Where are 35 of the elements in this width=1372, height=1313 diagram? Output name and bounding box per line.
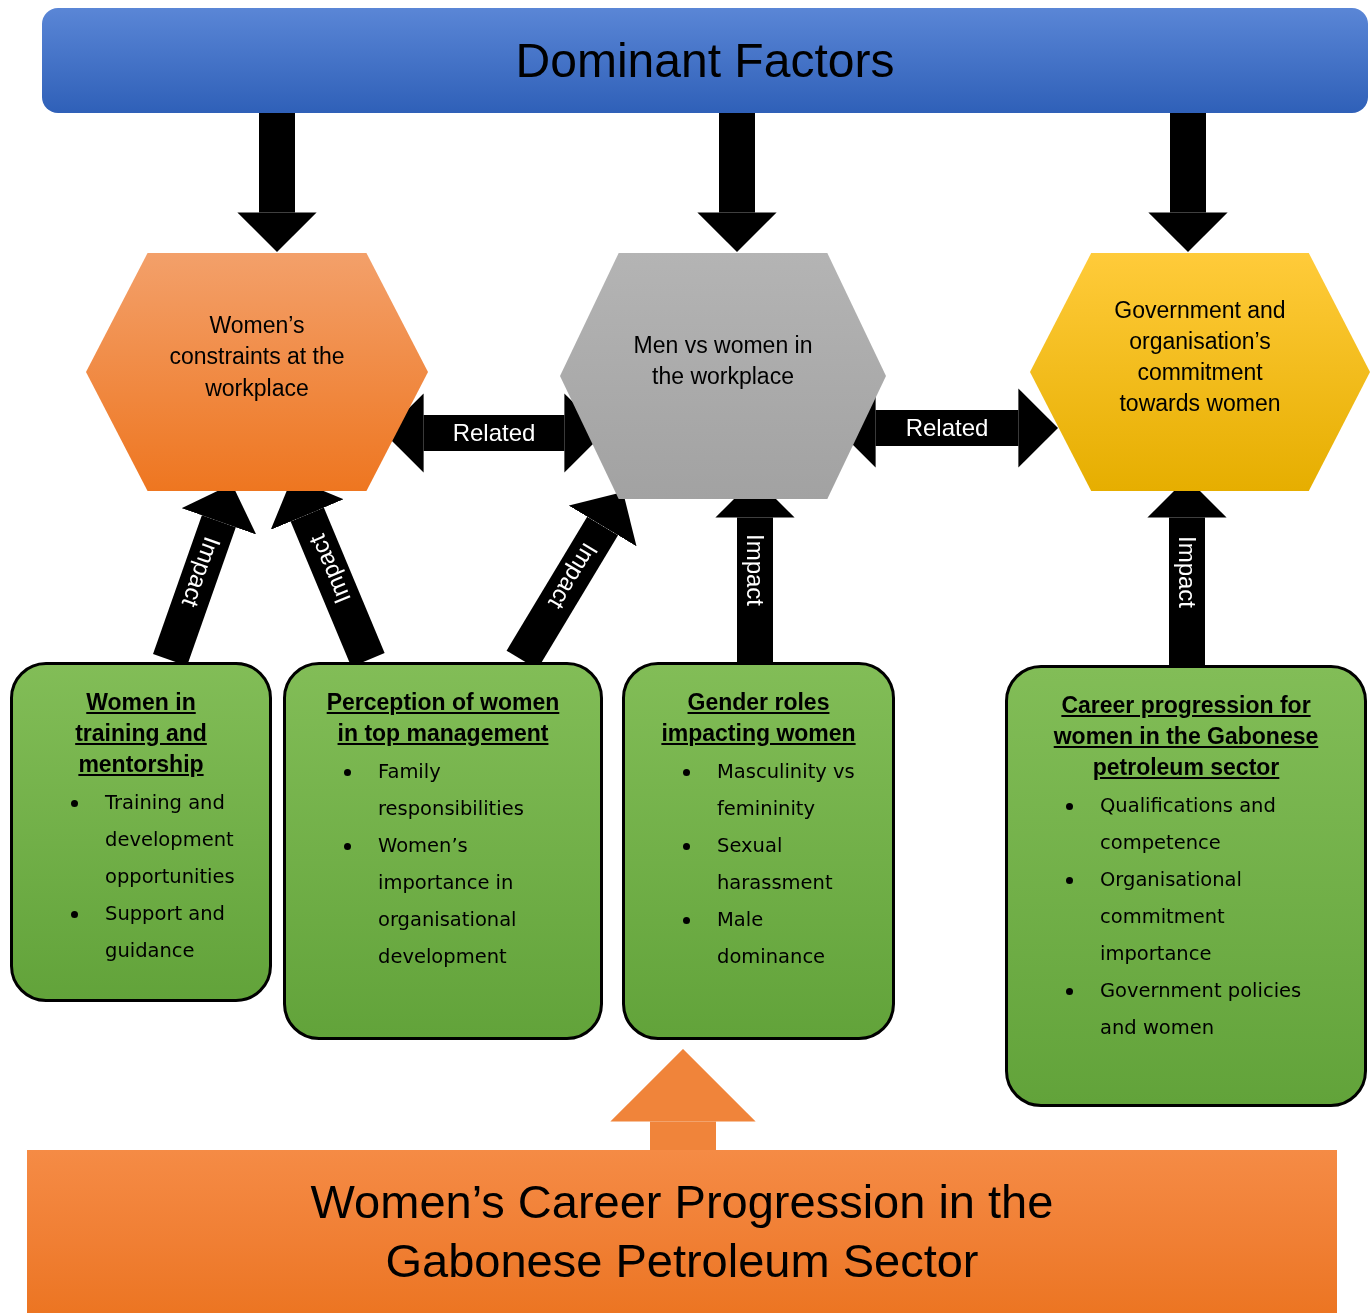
edge-label: Impact <box>743 534 767 606</box>
edge-label: Impact <box>1175 535 1199 608</box>
block-arrow <box>697 113 777 252</box>
title-banner <box>42 8 1368 113</box>
bullet-item: Masculinity vs femininity <box>717 759 856 823</box>
card-heading: Perception of women in top management <box>325 688 561 749</box>
hexagon-label: Men vs women in the workplace <box>632 330 814 391</box>
bullet-item: Training and development opportunities <box>105 790 236 891</box>
bullet-item: Male dominance <box>717 907 827 971</box>
bullet-item: Sexual harassment <box>717 833 834 897</box>
block-arrow <box>610 1048 756 1150</box>
hexagon-label: Women’s constraints at the workplace <box>168 311 346 403</box>
banner-title: Women’s Career Progression in the Gabonese Petroleum Sector <box>309 1173 1055 1289</box>
bullet-item: Government policies and women <box>1100 978 1303 1042</box>
edge-label: Related <box>452 421 536 445</box>
block-arrow <box>1148 113 1228 252</box>
bullet-item: Organisational commitment importance <box>1100 867 1243 968</box>
edge-label: Impact <box>305 531 355 607</box>
topic-banner <box>27 1150 1337 1313</box>
bullet-item: Support and guidance <box>105 901 226 965</box>
card-heading: Career progression for women in the Gabonese petroleum sector <box>1052 691 1320 783</box>
card-heading: Women in training and mentorship <box>74 688 208 780</box>
bullet-item: Family responsibilities <box>378 759 525 823</box>
edge-label: Related <box>905 416 989 440</box>
banner-title: Dominant Factors <box>515 32 895 89</box>
card-heading: Gender roles impacting women <box>660 688 857 749</box>
edge-label: Impact <box>177 534 225 610</box>
bullet-item: Qualifications and competence <box>1100 793 1277 857</box>
factor-card <box>283 662 603 1040</box>
bullet-item: Women’s importance in organisational development <box>378 833 518 971</box>
factor-card <box>1005 665 1367 1107</box>
factor-card <box>622 662 895 1040</box>
hexagon-label: Government and organisation’s commitment towards women <box>1113 295 1287 419</box>
factor-card <box>10 662 272 1002</box>
block-arrow <box>237 113 317 252</box>
